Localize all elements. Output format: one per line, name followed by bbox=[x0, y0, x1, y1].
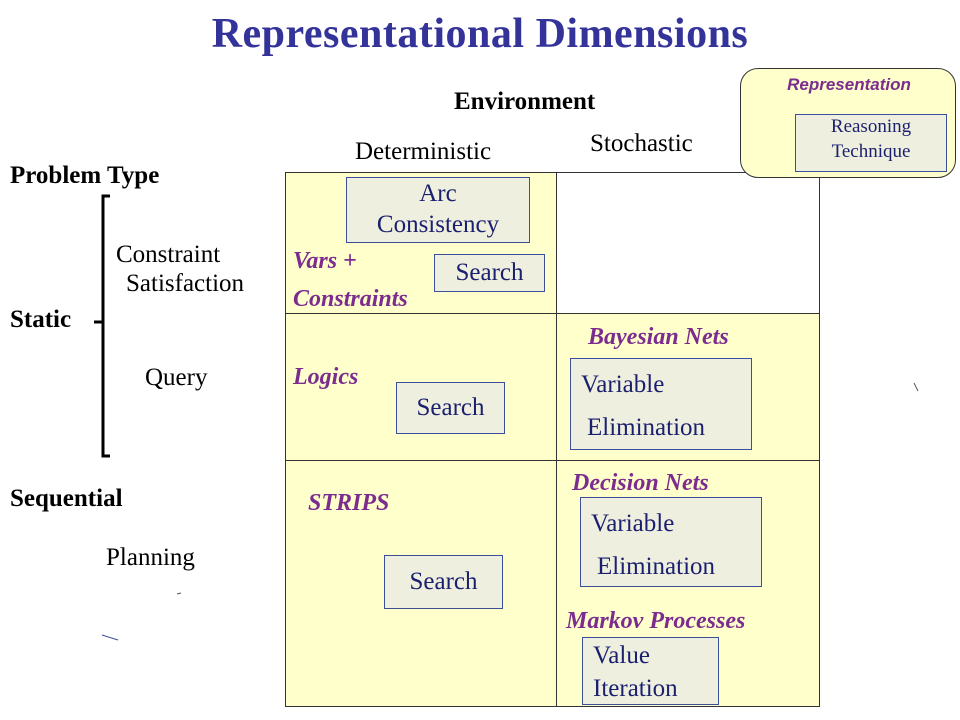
arc-consistency-box: Arc Consistency bbox=[346, 177, 530, 243]
stray-mark bbox=[176, 592, 182, 595]
strips-label: STRIPS bbox=[308, 490, 390, 516]
legend-box-line2: Technique bbox=[831, 140, 911, 162]
query-label: Query bbox=[145, 364, 208, 391]
decision-ve-line2: Elimination bbox=[597, 553, 716, 581]
sequential-label: Sequential bbox=[10, 485, 123, 512]
logics-label: Logics bbox=[293, 364, 359, 390]
strips-search-box: Search bbox=[384, 555, 503, 609]
static-bracket bbox=[94, 194, 110, 458]
deterministic-label: Deterministic bbox=[355, 138, 492, 165]
legend-title: Representation bbox=[787, 75, 911, 94]
constraint-label-line1: Constraint bbox=[116, 241, 221, 268]
decision-ve-line1: Variable bbox=[591, 510, 675, 537]
constraint-label-line2: Satisfaction bbox=[126, 270, 245, 297]
value-iteration-line1: Value bbox=[593, 642, 650, 669]
csp-search-box: Search bbox=[434, 254, 545, 292]
vars-constraints-line1: Vars + bbox=[293, 248, 357, 274]
legend: Representation Reasoning Technique bbox=[740, 68, 956, 178]
arc-consistency-line1: Arc bbox=[419, 180, 457, 207]
value-iteration-line2: Iteration bbox=[593, 675, 678, 703]
stochastic-label: Stochastic bbox=[590, 130, 693, 157]
problem-type-label: Problem Type bbox=[10, 162, 160, 189]
planning-label: Planning bbox=[106, 544, 195, 571]
logics-search-box: Search bbox=[396, 382, 505, 434]
decision-nets-label: Decision Nets bbox=[572, 470, 709, 496]
decision-ve-box: Variable Elimination bbox=[580, 497, 762, 587]
arc-consistency-line2: Consistency bbox=[376, 211, 500, 239]
legend-box-line1: Reasoning bbox=[830, 116, 912, 137]
bayes-ve-box: Variable Elimination bbox=[570, 358, 752, 450]
cell-stochastic-csp bbox=[556, 172, 820, 314]
stray-mark bbox=[101, 634, 119, 641]
bayesian-nets-label: Bayesian Nets bbox=[588, 324, 729, 350]
legend-technique-box: Reasoning Technique bbox=[795, 114, 947, 172]
static-label: Static bbox=[10, 306, 72, 333]
vars-constraints-line2: Constraints bbox=[293, 286, 408, 313]
value-iteration-box: Value Iteration bbox=[582, 637, 719, 705]
stray-mark bbox=[913, 382, 919, 392]
markov-processes-label: Markov Processes bbox=[566, 608, 746, 634]
environment-label: Environment bbox=[454, 88, 596, 115]
page-title: Representational Dimensions bbox=[211, 11, 749, 57]
bayes-ve-line2: Elimination bbox=[587, 414, 706, 442]
bayes-ve-line1: Variable bbox=[581, 371, 665, 398]
